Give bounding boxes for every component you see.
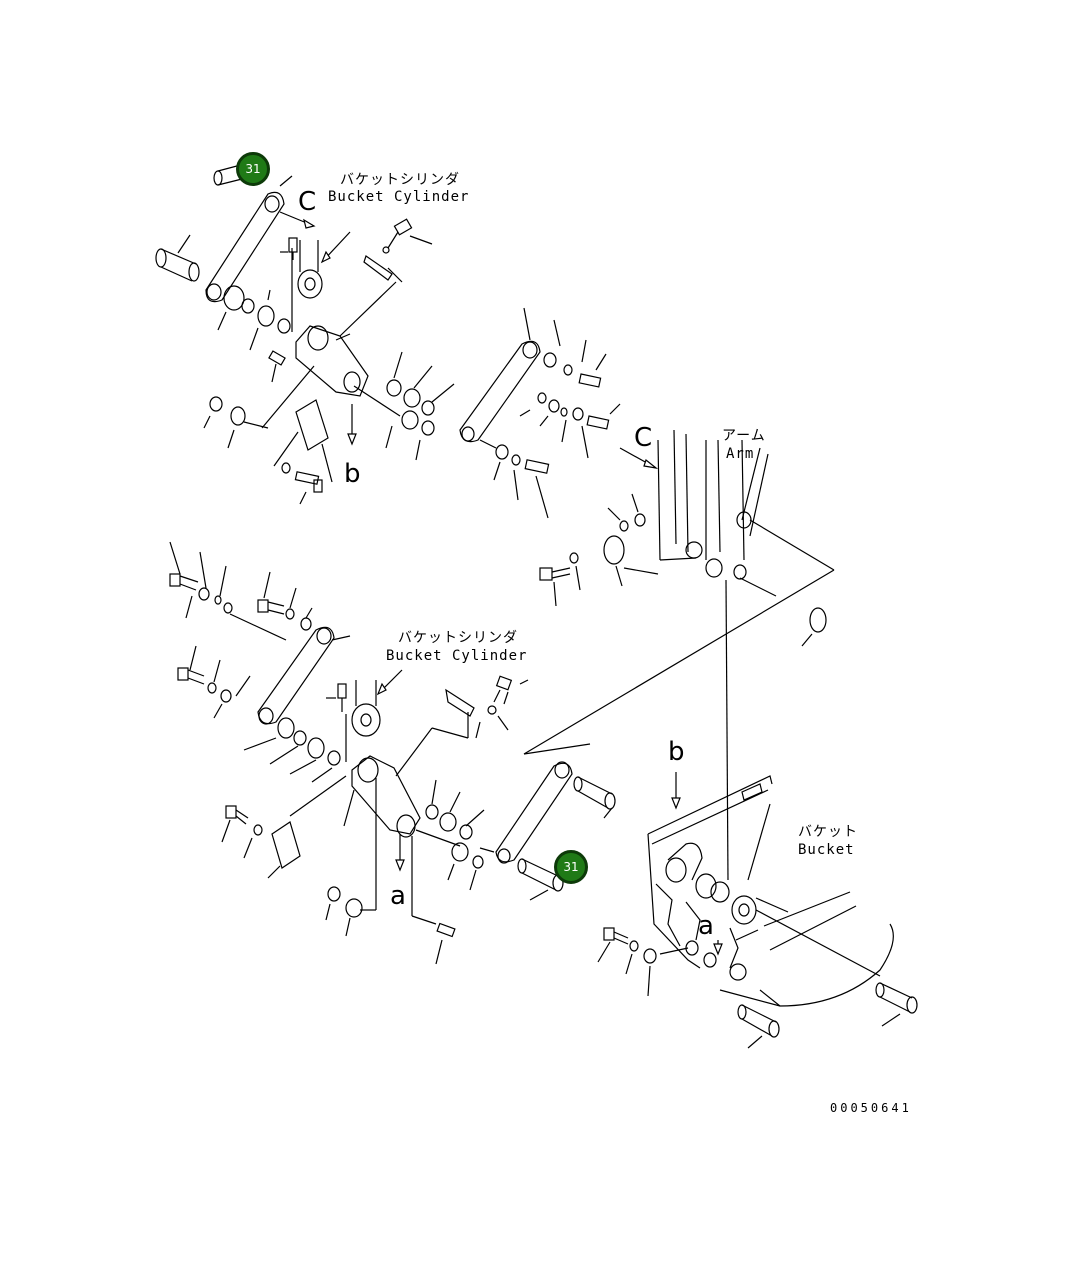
view-b-top-label: b xyxy=(344,459,361,489)
washers-bottom-left xyxy=(325,886,376,937)
bolt-top-right xyxy=(363,218,433,283)
link-plate-bottom-right xyxy=(479,743,591,864)
link-plate-bottom-left xyxy=(257,626,351,725)
bucket-en-label: Bucket xyxy=(798,842,855,858)
spacers-bottom-mid xyxy=(415,779,485,891)
bucket-cylinder-bottom-en-label: Bucket Cylinder xyxy=(386,648,528,664)
grease-fitting-top-2 xyxy=(268,350,286,383)
bucket-cylinder-top-en-label: Bucket Cylinder xyxy=(328,189,470,205)
washers-top-left xyxy=(203,396,269,449)
bucket-structure xyxy=(597,772,918,1049)
bushings-top xyxy=(217,285,291,351)
view-b-bucket-label: b xyxy=(668,737,685,767)
view-a-link-label: a xyxy=(390,881,406,911)
grease-fitting-bottom xyxy=(326,683,347,762)
grease-fitting-bottom-2 xyxy=(411,836,456,965)
view-a-bucket-label: a xyxy=(698,911,714,941)
spacers-top-mid xyxy=(385,351,455,461)
callout-31-bottom[interactable]: 31 xyxy=(554,850,588,884)
pin-left xyxy=(155,234,200,282)
fasteners-top-right xyxy=(479,319,621,519)
bucket-jp-label: バケット xyxy=(798,824,858,840)
cover-plate-bottom xyxy=(267,821,301,879)
cover-plate-top xyxy=(273,399,333,483)
top-assembly xyxy=(155,161,621,519)
view-c-top-label: C xyxy=(298,187,317,217)
bucket-lever-bottom xyxy=(289,755,421,910)
bolt-bottom-upper xyxy=(395,675,529,777)
bucket-cylinder-top-jp-label: バケットシリンダ xyxy=(340,172,460,188)
cylinder-rod-end-top xyxy=(297,231,351,299)
grease-fitting-top xyxy=(280,237,298,260)
link-plate-top-right xyxy=(459,307,541,443)
fasteners-bottom-left xyxy=(169,541,313,719)
pin-bottom-callout xyxy=(517,858,564,901)
bottom-assembly xyxy=(169,541,616,965)
bolt-top-lower xyxy=(281,462,323,505)
bolt-bottom-lower-left xyxy=(221,805,263,859)
bushings-bottom-left xyxy=(243,717,341,783)
document-number: 00050641 xyxy=(830,1101,912,1115)
bucket-lever-top xyxy=(261,325,369,429)
bucket-cylinder-bottom-jp-label: バケットシリンダ xyxy=(398,630,518,646)
arm-jp-label: アーム xyxy=(722,428,766,444)
view-c-arm-label: C xyxy=(634,423,653,453)
arm-structure xyxy=(523,429,835,881)
cylinder-rod-end-bottom xyxy=(351,669,403,737)
arm-en-label: Arm xyxy=(726,446,755,462)
callout-31-top[interactable]: 31 xyxy=(236,152,270,186)
pin-bottom-right xyxy=(573,776,616,819)
link-plate-upper-left xyxy=(205,175,293,303)
